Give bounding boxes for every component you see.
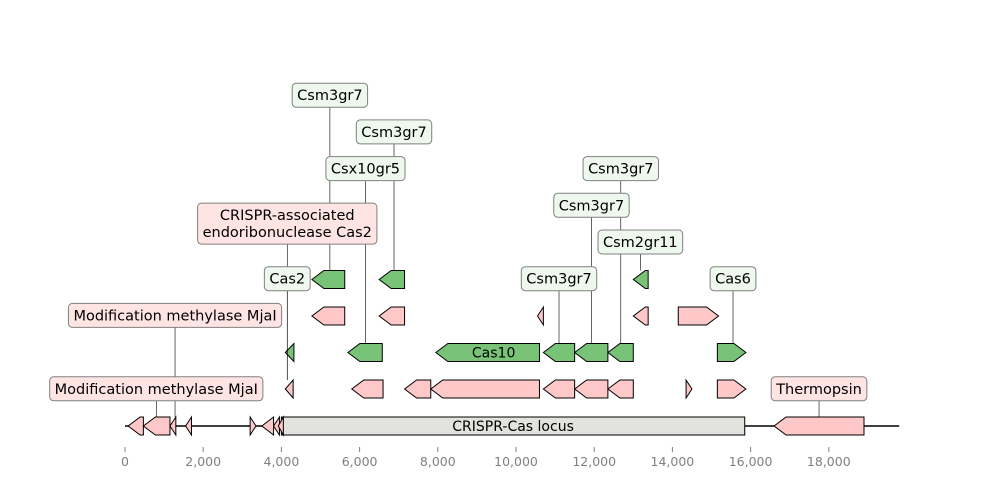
label-csm2gr11-box <box>597 229 684 255</box>
x-tick-label: 6,000 <box>342 454 378 469</box>
gene-b1-9 <box>716 379 747 399</box>
label-methylase-lower-text: Modification methylase MjaI <box>55 382 258 398</box>
x-tick-label: 10,000 <box>494 454 538 469</box>
label-csm3gr7-3: Csm3gr7 <box>520 266 598 292</box>
gene-b0-6 <box>261 415 275 437</box>
label-csm3gr7-1: Csm3gr7 <box>291 82 369 108</box>
label-csm3gr7-4-box <box>553 192 630 218</box>
gene-b0-8 <box>277 415 284 437</box>
gene-b2-7 <box>716 343 747 362</box>
gene-b3-2 <box>378 306 406 326</box>
gene-b1-8 <box>685 378 693 400</box>
label-thermopsin-box <box>770 376 868 402</box>
x-tick-label: 16,000 <box>729 454 773 469</box>
x-tick-label: 8,000 <box>420 454 456 469</box>
gene-b4-3 <box>632 270 649 289</box>
leader-layer <box>155 107 820 417</box>
label-layer: Modification methylase MjaI Modification … <box>49 82 868 402</box>
gene-cas10 <box>435 343 540 362</box>
label-csm3gr7-5-text: Csm3gr7 <box>588 162 653 178</box>
label-csx10gr5-text: Csx10gr5 <box>331 162 400 178</box>
gene-b1-2 <box>350 379 384 399</box>
label-cas6-box <box>709 266 757 292</box>
gene-b4-2 <box>378 270 406 289</box>
x-tick-label: 14,000 <box>651 454 695 469</box>
gene-b4-1 <box>311 270 346 289</box>
label-methylase-upper-text: Modification methylase MjaI <box>73 308 276 324</box>
label-csm3gr7-2-text: Csm3gr7 <box>361 125 426 141</box>
label-csm2gr11: Csm2gr11 <box>597 229 684 255</box>
gene-b2-2 <box>347 343 383 362</box>
label-csm3gr7-2-box <box>355 119 433 145</box>
label-cas2-endoribonuclease-text-1: CRISPR-associated <box>220 208 355 224</box>
gene-b1-3 <box>403 379 432 399</box>
gene-thermopsin <box>773 416 865 436</box>
gene-b2-1 <box>284 342 295 363</box>
label-cas2-text: Cas2 <box>269 272 305 288</box>
x-tick-label: 2,000 <box>185 454 221 469</box>
label-cas2: Cas2 <box>263 266 311 292</box>
label-methylase-upper: Modification methylase MjaI <box>67 302 283 328</box>
gene-b1-1 <box>284 378 294 400</box>
gene-b3-3 <box>536 305 544 327</box>
label-cas6-text: Cas6 <box>715 272 751 288</box>
gene-b0-3 <box>169 415 177 437</box>
label-thermopsin: Thermopsin <box>770 376 868 402</box>
label-methylase-lower: Modification methylase MjaI <box>49 376 264 402</box>
label-csm3gr7-4: Csm3gr7 <box>553 192 630 218</box>
crispr-cas-locus-label: CRISPR-Cas locus <box>452 419 574 435</box>
label-cas2-box <box>263 266 311 292</box>
label-cas2-endoribonuclease-text-2: endoribonuclease Cas2 <box>203 225 372 241</box>
label-csm3gr7-1-text: Csm3gr7 <box>297 88 362 104</box>
gene-b3-5 <box>677 306 720 326</box>
gene-b1-4 <box>429 379 540 399</box>
label-cas6: Cas6 <box>709 266 757 292</box>
feature-layer: Cas10 <box>127 270 865 437</box>
gene-b0-1 <box>127 416 144 436</box>
x-tick-label: 0 <box>121 454 129 469</box>
label-thermopsin-text: Thermopsin <box>775 382 862 398</box>
label-csx10gr5-box <box>325 156 406 182</box>
label-cas2-endoribonuclease-box <box>197 202 378 245</box>
gene-b0-2 <box>142 416 171 436</box>
gene-b1-5 <box>542 379 576 399</box>
gene-b0-4 <box>185 415 192 437</box>
label-methylase-lower-box <box>49 376 264 402</box>
locus-layer: CRISPR-Cas locus <box>280 416 746 436</box>
gene-b3-1 <box>311 306 346 326</box>
label-csm3gr7-3-text: Csm3gr7 <box>526 272 591 288</box>
gene-cas10-label: Cas10 <box>472 346 515 362</box>
label-csm3gr7-3-box <box>520 266 598 292</box>
x-axis: 0 2,000 4,000 6,000 8,000 10,000 12,000 14,000 1… <box>121 447 851 469</box>
gene-b2-4 <box>542 343 576 362</box>
x-tick-label: 12,000 <box>572 454 616 469</box>
label-csm3gr7-2: Csm3gr7 <box>355 119 433 145</box>
gene-b2-6 <box>607 343 634 362</box>
label-csm3gr7-5-box <box>582 156 659 182</box>
gene-b0-5 <box>249 415 257 437</box>
gene-b1-7 <box>607 379 634 399</box>
gene-b1-6 <box>573 379 609 399</box>
x-tick-label: 4,000 <box>264 454 300 469</box>
label-csm3gr7-5: Csm3gr7 <box>582 156 659 182</box>
gene-b2-5 <box>573 343 609 362</box>
gene-b3-4 <box>632 306 649 326</box>
label-csx10gr5: Csx10gr5 <box>325 156 406 182</box>
label-csm3gr7-4-text: Csm3gr7 <box>559 198 624 214</box>
label-methylase-upper-box <box>67 302 283 328</box>
label-csm2gr11-text: Csm2gr11 <box>603 235 678 251</box>
label-csm3gr7-1-box <box>291 82 369 108</box>
x-tick-label: 18,000 <box>807 454 851 469</box>
